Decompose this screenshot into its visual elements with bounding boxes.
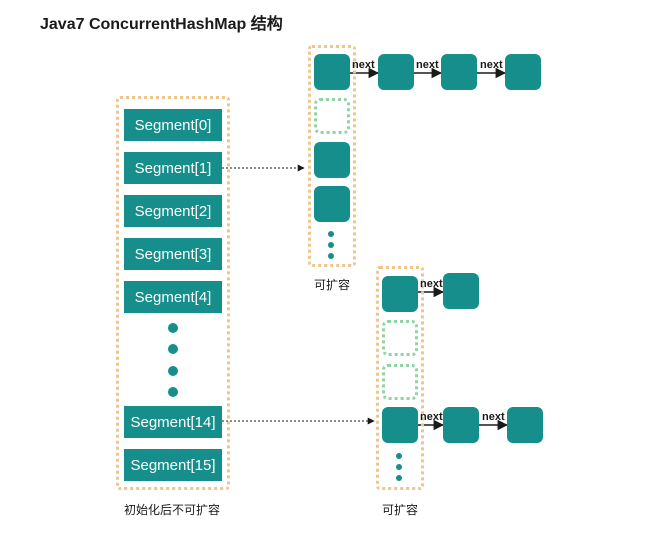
next-label: next [480, 59, 503, 71]
ellipsis-dot [396, 464, 402, 470]
segment-array [116, 96, 230, 490]
hash-entry-node [314, 186, 350, 222]
ellipsis-dot [396, 475, 402, 481]
segment-box: Segment[4] [124, 281, 222, 313]
hash-entry-node [443, 273, 479, 309]
hash-entry-node [507, 407, 543, 443]
segment-box: Segment[2] [124, 195, 222, 227]
ellipsis-dot [168, 344, 178, 354]
hash-entry-node [441, 54, 477, 90]
next-label: next [420, 278, 443, 290]
ellipsis-dot [168, 366, 178, 376]
ellipsis-dot [168, 323, 178, 333]
ellipsis-dot [396, 453, 402, 459]
next-label: next [420, 411, 443, 423]
hash-entry-node [382, 407, 418, 443]
table-caption: 可扩容 [314, 278, 351, 292]
table-caption: 可扩容 [382, 503, 419, 517]
segment-box: Segment[0] [124, 109, 222, 141]
empty-slot [314, 98, 350, 134]
diagram-title: Java7 ConcurrentHashMap 结构 [40, 16, 283, 33]
ellipsis-dot [328, 231, 334, 237]
hash-entry-node [314, 54, 350, 90]
hash-entry-node [505, 54, 541, 90]
ellipsis-dot [168, 387, 178, 397]
next-label: next [416, 59, 439, 71]
segment-box: Segment[1] [124, 152, 222, 184]
ellipsis-dot [328, 242, 334, 248]
hash-entry-table [376, 266, 424, 490]
segment-box: Segment[15] [124, 449, 222, 481]
hash-entry-node [314, 142, 350, 178]
next-label: next [352, 59, 375, 71]
empty-slot [382, 364, 418, 400]
empty-slot [382, 320, 418, 356]
segment-box: Segment[14] [124, 406, 222, 438]
hash-entry-node [378, 54, 414, 90]
segment-box: Segment[3] [124, 238, 222, 270]
hash-entry-table [308, 45, 356, 267]
hash-entry-node [443, 407, 479, 443]
segment-array-caption: 初始化后不可扩容 [124, 503, 221, 517]
next-label: next [482, 411, 505, 423]
ellipsis-dot [328, 253, 334, 259]
hash-entry-node [382, 276, 418, 312]
